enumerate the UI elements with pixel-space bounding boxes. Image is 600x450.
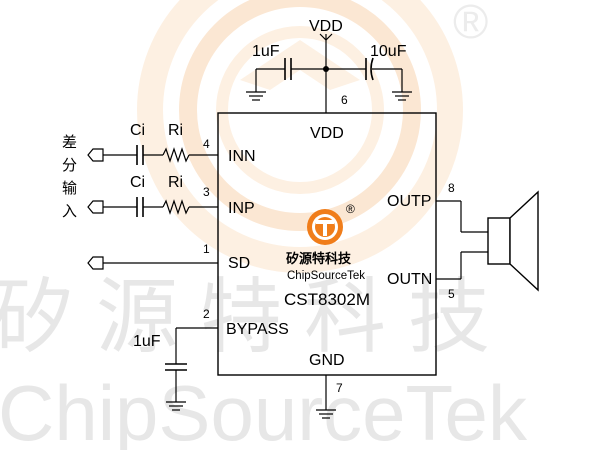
pin-sd-number: 1 xyxy=(203,242,210,256)
ground-symbol-bypass xyxy=(166,401,186,411)
ci-bottom-label: Ci xyxy=(130,174,145,191)
watermark-chinese-text: 矽源特科技 xyxy=(0,270,512,365)
pin-outp-name: OUTP xyxy=(387,193,431,210)
pin-outn-name: OUTN xyxy=(387,271,432,288)
pin-gnd-name: GND xyxy=(309,352,345,369)
inn-input-path: Ci Ri 4 xyxy=(87,122,218,165)
chip-body xyxy=(217,112,437,376)
ground-symbol-vdd-large xyxy=(392,91,412,101)
vdd-rail-label: VDD xyxy=(309,18,343,35)
ri-top-label: Ri xyxy=(168,122,183,139)
cap-vdd-large-plate-b xyxy=(370,57,374,81)
speaker-icon xyxy=(487,190,539,292)
gnd-path: 7 xyxy=(316,375,343,419)
sd-input-path: 1 xyxy=(87,242,218,270)
bypass-path: 1uF 2 xyxy=(133,307,218,411)
watermark-registered-mark: ® xyxy=(453,0,488,49)
pin-inn-number: 4 xyxy=(203,137,210,151)
cap-vdd-small-label: 1uF xyxy=(252,43,280,60)
pin-sd-name: SD xyxy=(228,255,250,272)
logo-registered-mark: ® xyxy=(346,202,355,216)
pin-outn-number: 5 xyxy=(448,287,455,301)
watermark-logo-rings xyxy=(137,0,463,273)
logo-brand-name: ChipSourceTek xyxy=(287,270,365,282)
pin-inp-name: INP xyxy=(228,200,255,217)
differential-input-label: 差 分 输 入 xyxy=(62,133,77,220)
ground-symbol-vdd-small xyxy=(246,91,266,101)
cap-vdd-large-label: 10uF xyxy=(370,43,407,60)
pin-inn-name: INN xyxy=(228,148,256,165)
ri-bottom-resistor xyxy=(162,199,190,215)
chip-part-number: CST8302M xyxy=(284,290,370,309)
watermark-latin-text: ChipSourceTek xyxy=(0,369,528,450)
inp-input-path: Ci Ri 3 xyxy=(87,174,218,217)
output-path: 8 5 xyxy=(436,181,488,301)
cap-bypass-label: 1uF xyxy=(133,333,161,350)
ri-bottom-label: Ri xyxy=(168,174,183,191)
ground-symbol-chip xyxy=(316,409,336,419)
pin-bypass-number: 2 xyxy=(203,307,210,321)
pin-outp-number: 8 xyxy=(448,181,455,195)
pin-gnd-number: 7 xyxy=(336,381,343,395)
inn-input-port-icon xyxy=(87,148,104,162)
input-label-char-1: 差 xyxy=(62,133,77,151)
input-label-char-2: 分 xyxy=(62,156,77,174)
pin-vdd-number: 6 xyxy=(341,93,348,107)
pin-vdd-name: VDD xyxy=(310,125,344,142)
ri-top-resistor xyxy=(162,147,190,163)
input-label-char-4: 入 xyxy=(62,202,77,220)
ci-top-label: Ci xyxy=(130,122,145,139)
vdd-net: VDD 1uF 10uF 6 xyxy=(246,18,412,113)
inp-input-port-icon xyxy=(87,200,104,214)
input-label-char-3: 输 xyxy=(62,179,77,197)
pin-inp-number: 3 xyxy=(203,185,210,199)
sd-input-port-icon xyxy=(87,256,104,270)
logo-chinese-name: 矽源特科技 xyxy=(286,251,352,267)
chipsourcetek-logo-icon xyxy=(307,209,343,245)
pin-bypass-name: BYPASS xyxy=(226,321,289,338)
